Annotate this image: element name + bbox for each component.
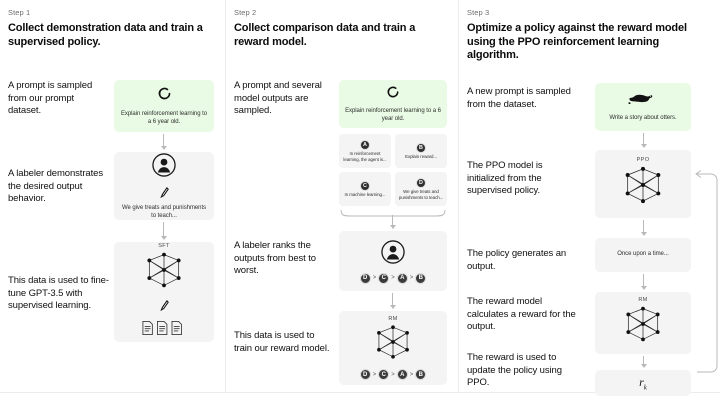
step-1-column: Step 1 Collect demonstration data and tr… [0, 0, 225, 407]
step-3-output-text: Once upon a time... [617, 251, 669, 258]
step-3-title: Optimize a policy against the reward mod… [467, 22, 687, 61]
step-3-reward-panel: rk [595, 370, 691, 396]
step-1-labeler-text: We give treats and punishments to teach.… [121, 204, 207, 219]
rank-item-4: B [415, 272, 427, 284]
person-circle-icon [380, 239, 406, 270]
step-2-title: Collect comparison data and train a rewa… [234, 22, 416, 48]
step-3-arrow-2 [640, 220, 647, 236]
merge-brace-icon [339, 208, 447, 227]
step-2-reward-model-panel: RM D > C > A [339, 311, 447, 385]
step-1-prompt-text: Explain reinforcement learning to a 6 ye… [120, 110, 208, 125]
step-2-label: Step 2 [234, 8, 257, 17]
step-2-arrow-2 [389, 293, 396, 309]
step-2-options-grid: A In reinforcement learning, the agent i… [339, 134, 447, 206]
step-2-arrow-1 [389, 215, 396, 229]
step-1-sft-panel: SFT [114, 242, 214, 342]
step-3-prompt-text: Write a story about otters. [609, 115, 677, 122]
pen-icon [159, 298, 169, 316]
neural-network-icon [371, 323, 415, 366]
step-3-column: Step 3 Optimize a policy against the rew… [459, 0, 720, 407]
step-3-output-panel: Once upon a time... [595, 238, 691, 272]
step-1-arrow-1 [160, 134, 167, 150]
option-card-c[interactable]: C In machine learning... [339, 172, 391, 206]
step-3-rm-panel: RM [595, 292, 691, 354]
step-3-caption-3: The policy generates an output. [467, 248, 567, 272]
reward-rank-item-3: A [396, 369, 408, 380]
option-card-a[interactable]: A In reinforcement learning, the agent i… [339, 134, 391, 168]
neural-network-icon [621, 304, 665, 349]
step-3-arrow-1 [640, 133, 647, 148]
column-divider-2 [458, 0, 459, 392]
step-3-ppo-label: PPO [636, 157, 650, 163]
step-3-label: Step 3 [467, 8, 490, 17]
step-2-prompt-text: Explain reinforcement learning to a 6 ye… [345, 107, 441, 122]
step-2-caption-2: A labeler ranks the outputs from best to… [234, 240, 316, 277]
step-3-arrow-4 [640, 356, 647, 368]
rank-item-1: D [359, 272, 371, 284]
option-badge-c: C [360, 180, 370, 191]
refresh-circle-icon [157, 86, 172, 106]
step-3-arrow-3 [640, 274, 647, 290]
reward-rank-sep-1: > [372, 371, 377, 378]
rank-item-2: C [378, 272, 390, 284]
step-1-model-label: SFT [158, 243, 170, 249]
step-1-caption-1: A prompt is sampled from our prompt data… [8, 80, 93, 117]
step-2-column: Step 2 Collect comparison data and train… [226, 0, 458, 407]
step-3-caption-4: The reward model calculates a reward for… [467, 296, 576, 333]
step-1-prompt-panel: Explain reinforcement learning to a 6 ye… [114, 80, 214, 132]
step-3-prompt-panel: Write a story about otters. [595, 83, 691, 131]
rank-sep-3: > [409, 275, 414, 281]
step-1-caption-3: This data is used to fine-tune GPT-3.5 w… [8, 275, 109, 312]
option-text-b: Explain reward... [405, 153, 437, 159]
otter-icon [628, 91, 658, 110]
column-divider-1 [225, 0, 226, 392]
option-text-a: In reinforcement learning, the agent is.… [343, 151, 387, 162]
reward-ranking-row: D > C > A > B [359, 369, 427, 380]
pen-icon [159, 185, 169, 203]
reward-rank-sep-3: > [409, 371, 414, 378]
reward-symbol-base: r [639, 374, 644, 389]
option-card-d[interactable]: D We give treats and punishments to teac… [395, 172, 447, 206]
option-text-d: We give treats and punishments to teach.… [398, 189, 444, 200]
step-2-caption-3: This data is used to train our reward mo… [234, 330, 330, 354]
step-2-model-label: RM [388, 316, 398, 322]
ranking-row: D > C > A > B [359, 272, 427, 284]
neural-network-icon [142, 250, 186, 295]
bottom-divider [0, 392, 720, 393]
step-1-caption-2: A labeler demonstrates the desired outpu… [8, 168, 103, 205]
step-1-title: Collect demonstration data and train a s… [8, 22, 203, 48]
option-badge-d: D [416, 178, 426, 189]
reward-rank-sep-2: > [391, 371, 395, 378]
reward-symbol: rk [639, 375, 647, 391]
option-card-b[interactable]: B Explain reward... [395, 134, 447, 168]
reward-rank-item-4: B [415, 369, 427, 380]
step-3-caption-2: The PPO model is initialized from the su… [467, 160, 543, 197]
reward-rank-item-2: C [378, 369, 390, 380]
step-2-caption-1: A prompt and several model outputs are s… [234, 80, 322, 117]
documents-icon [141, 320, 187, 341]
option-badge-a: A [360, 140, 370, 151]
option-badge-b: B [416, 142, 426, 153]
step-3-rm-label: RM [638, 297, 648, 303]
person-circle-icon [151, 152, 177, 183]
step-1-arrow-2 [160, 222, 167, 240]
reward-rank-item-1: D [359, 369, 371, 380]
rank-item-3: A [396, 272, 408, 284]
rank-sep-1: > [372, 275, 377, 281]
feedback-loop-arrow [689, 160, 720, 391]
refresh-circle-icon [386, 85, 400, 104]
step-2-prompt-panel: Explain reinforcement learning to a 6 ye… [339, 80, 447, 128]
step-3-caption-1: A new prompt is sampled from the dataset… [467, 86, 571, 110]
step-2-ranking-panel: D > C > A > B [339, 231, 447, 291]
rank-sep-2: > [391, 275, 395, 281]
option-text-c: In machine learning... [344, 191, 386, 197]
step-1-label: Step 1 [8, 8, 31, 17]
step-3-caption-5: The reward is used to update the policy … [467, 352, 562, 389]
reward-symbol-subscript: k [643, 383, 647, 392]
step-3-ppo-panel: PPO [595, 150, 691, 218]
step-1-labeler-panel: We give treats and punishments to teach.… [114, 152, 214, 220]
neural-network-icon [620, 164, 666, 211]
